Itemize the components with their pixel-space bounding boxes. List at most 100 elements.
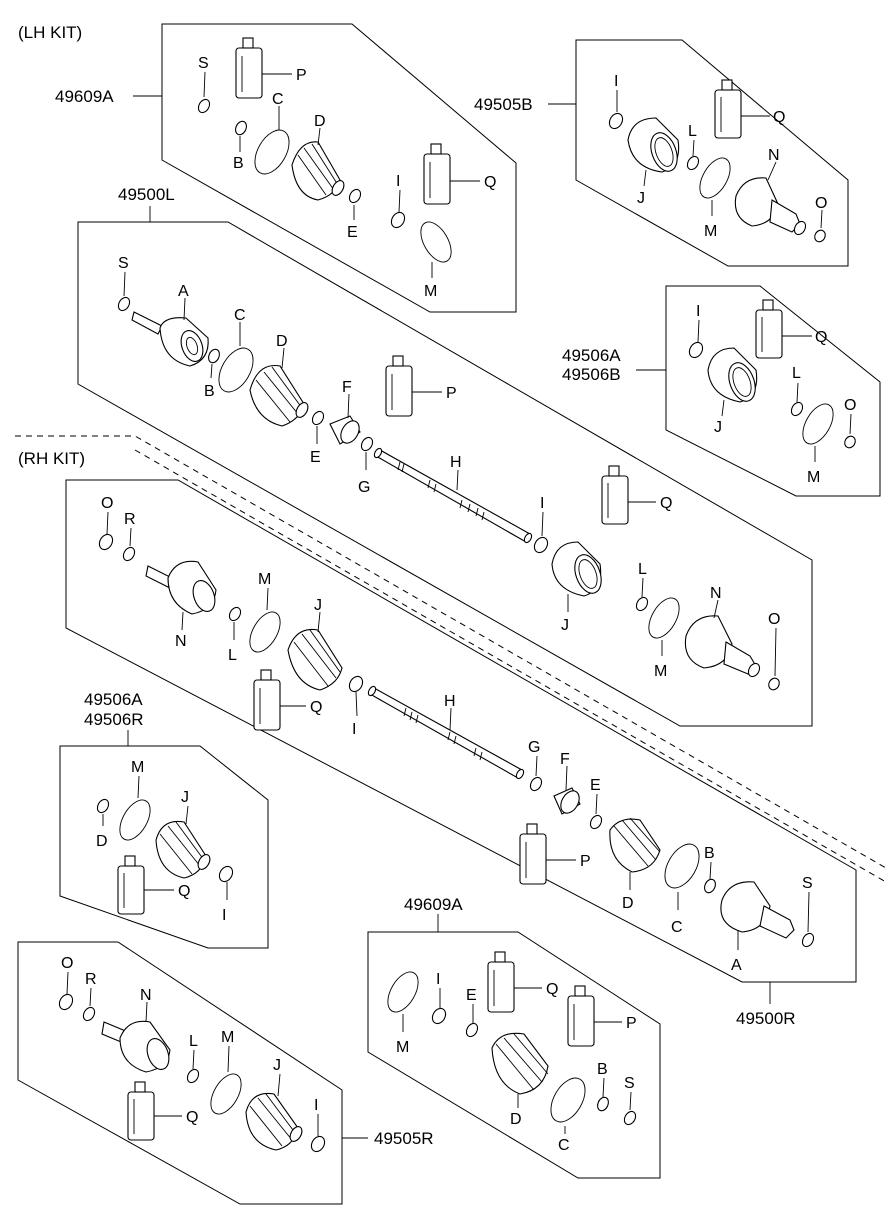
label-q: Q xyxy=(186,1109,198,1126)
leader xyxy=(106,511,109,535)
label-c: C xyxy=(272,91,284,108)
outer-joint-a xyxy=(131,311,209,367)
boot-j xyxy=(155,820,211,879)
clamp-m xyxy=(119,799,151,841)
leader xyxy=(227,1045,230,1073)
ring-e xyxy=(589,814,603,830)
leader xyxy=(281,347,285,369)
boot-d xyxy=(249,364,309,427)
ring-i xyxy=(218,865,234,883)
label-s: S xyxy=(118,255,129,272)
kit-separator-2 xyxy=(134,449,886,883)
bearing-f xyxy=(553,787,581,815)
leader xyxy=(807,891,810,933)
kit-box-49505b xyxy=(575,39,849,267)
label-g: G xyxy=(528,739,540,756)
joint-n xyxy=(684,615,761,678)
label-s: S xyxy=(198,55,209,72)
label-m: M xyxy=(807,469,820,486)
ring-l xyxy=(686,155,700,171)
ring-b xyxy=(597,1096,609,1112)
label-j: J xyxy=(181,789,189,806)
leader xyxy=(449,707,452,731)
label-q: Q xyxy=(660,495,672,512)
label-e: E xyxy=(466,987,477,1004)
label-c: C xyxy=(234,307,246,324)
leader xyxy=(277,1073,281,1097)
ring-o xyxy=(768,677,780,691)
label-s: S xyxy=(624,1075,635,1092)
ring-b xyxy=(208,348,220,364)
ring-o xyxy=(98,533,114,551)
clamp-c xyxy=(550,1077,586,1123)
grease-tube-q xyxy=(714,79,742,139)
kit-box-49506a-r xyxy=(59,745,269,949)
outer-joint-a xyxy=(720,881,795,939)
grease-tube-q xyxy=(423,143,451,205)
grease-tube-q xyxy=(253,669,281,731)
clamp-m xyxy=(420,221,452,263)
leader xyxy=(137,775,140,799)
group-label-49609a-top: 49609A xyxy=(55,87,114,106)
ring-o xyxy=(814,229,826,243)
label-q: Q xyxy=(178,883,190,900)
leader xyxy=(398,189,401,213)
label-p: P xyxy=(626,1015,637,1032)
label-n: N xyxy=(710,585,722,602)
label-n: N xyxy=(768,147,780,164)
label-p: P xyxy=(580,853,591,870)
group-label-49506r: 49506R xyxy=(84,710,144,729)
leader xyxy=(641,577,644,598)
leader xyxy=(355,691,358,717)
ring-i xyxy=(608,112,624,130)
ring-o xyxy=(844,435,856,449)
grease-tube-q xyxy=(117,855,145,915)
boot-d xyxy=(609,817,661,873)
kit-box-49506a-b xyxy=(665,285,881,497)
circlip-s xyxy=(197,98,211,114)
label-i: I xyxy=(396,173,400,190)
leader xyxy=(317,611,321,633)
leader xyxy=(535,755,538,777)
label-m: M xyxy=(704,223,717,240)
ring-i xyxy=(310,1135,326,1153)
grease-tube-p xyxy=(567,985,595,1047)
ring-r xyxy=(82,1006,96,1022)
label-r: R xyxy=(85,971,97,988)
boot-j xyxy=(245,1092,303,1151)
label-j: J xyxy=(314,597,322,614)
leader xyxy=(565,765,568,791)
label-o: O xyxy=(768,611,780,628)
boot-d xyxy=(491,1032,549,1095)
ring-b xyxy=(235,120,247,136)
label-i: I xyxy=(314,1097,318,1114)
ring-o xyxy=(58,993,74,1011)
label-o: O xyxy=(101,495,113,512)
label-c: C xyxy=(671,919,683,936)
kit-box-49500l xyxy=(77,221,813,727)
clamp-m xyxy=(387,971,419,1013)
label-q: Q xyxy=(815,329,827,346)
kit-box-49500r xyxy=(65,479,857,983)
label-r: R xyxy=(124,511,136,528)
label-q: Q xyxy=(546,981,558,998)
leader xyxy=(123,271,126,297)
grease-tube-q xyxy=(601,465,629,525)
clamp-c xyxy=(218,347,254,393)
clamp-c xyxy=(664,843,700,889)
group-label-49505r: 49505R xyxy=(374,1129,434,1148)
rh-kit-label: (RH KIT) xyxy=(18,449,85,468)
label-j: J xyxy=(561,617,569,634)
group-label-49506a: 49506A xyxy=(84,690,143,709)
label-n: N xyxy=(175,633,187,650)
leader xyxy=(181,611,184,631)
bearing-f xyxy=(329,415,361,445)
label-j: J xyxy=(273,1057,281,1074)
label-m: M xyxy=(654,663,667,680)
label-e: E xyxy=(590,777,601,794)
label-o: O xyxy=(61,955,73,972)
label-f: F xyxy=(560,751,570,768)
leader xyxy=(774,627,777,677)
label-m: M xyxy=(396,1039,409,1056)
label-s: S xyxy=(802,875,813,892)
